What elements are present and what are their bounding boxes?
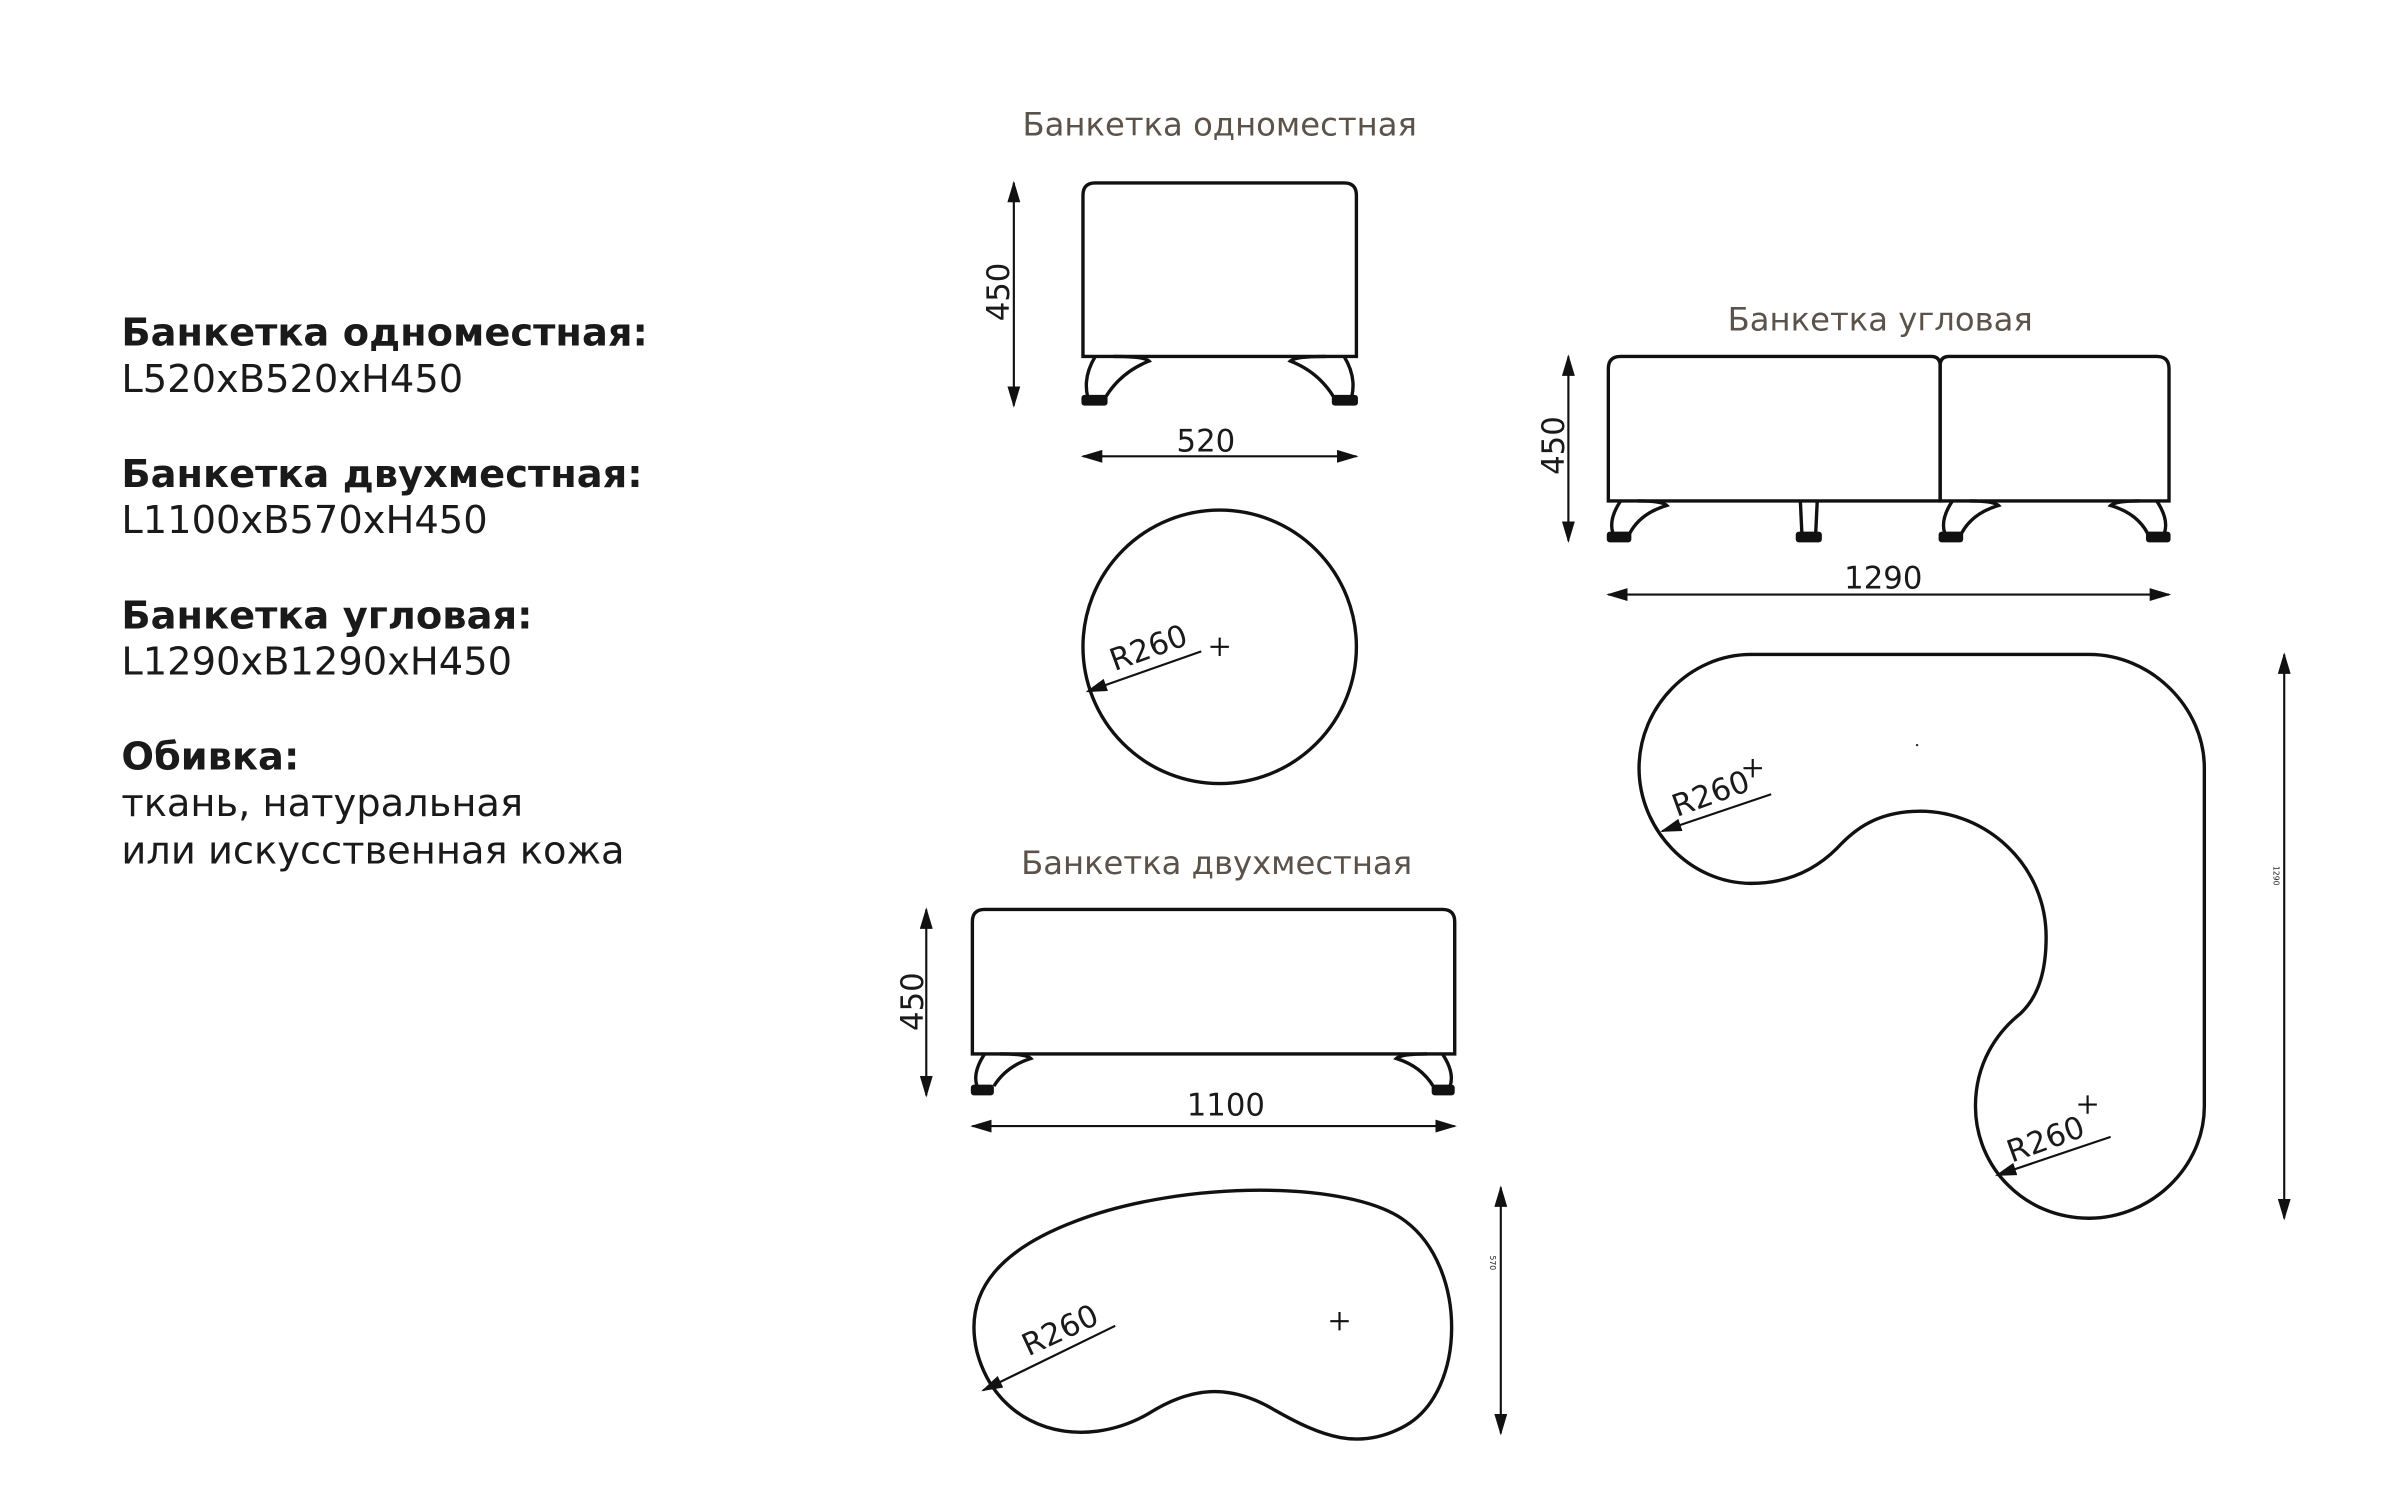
single-bench: Банкетка одноместная 450 520 R260 <box>981 105 1417 786</box>
leg <box>1609 499 1670 534</box>
double-height-label: 450 <box>895 972 931 1031</box>
center-mark-icon <box>1210 637 1229 657</box>
single-top-view <box>1081 508 1359 786</box>
center-dot <box>1915 743 1919 747</box>
double-side-view <box>970 907 1457 1056</box>
double-bench: Банкетка двухместная 450 1100 R260 570 <box>895 844 1508 1441</box>
corner-height-label: 450 <box>1536 416 1572 475</box>
foot <box>1606 531 1632 543</box>
single-width-label: 520 <box>1177 424 1236 460</box>
single-side-view <box>1081 181 1359 359</box>
spec-single-name: Банкетка одноместная: <box>121 311 648 356</box>
single-title: Банкетка одноместная <box>1023 105 1417 143</box>
center-mark-icon <box>1743 758 1762 778</box>
foot <box>1081 394 1108 406</box>
leg-right <box>1393 1052 1454 1088</box>
leg-left <box>974 1052 1034 1088</box>
foot <box>2145 531 2171 543</box>
foot <box>1331 394 1358 406</box>
upholstery-line2: или искусственная кожа <box>121 828 624 873</box>
radius-line <box>981 1324 1116 1392</box>
corner-top-view <box>1637 652 2207 1220</box>
double-top-view <box>972 1188 1454 1441</box>
corner-side-section-right <box>1938 354 2171 503</box>
leg <box>2107 499 2168 534</box>
corner-depth-label: 1290 <box>2271 866 2280 886</box>
foot <box>970 1084 994 1096</box>
leg-right <box>1287 354 1355 398</box>
spec-corner-size: L1290xB1290xH450 <box>121 639 512 684</box>
spec-double-size: L1100xB570xH450 <box>121 498 487 543</box>
foot <box>1938 531 1964 543</box>
foot <box>1795 531 1822 543</box>
radius-line <box>1660 793 1772 833</box>
single-height-label: 450 <box>981 263 1017 322</box>
foot <box>1431 1084 1455 1096</box>
upholstery-line1: ткань, натуральная <box>121 781 523 826</box>
leg-left <box>1084 354 1153 398</box>
leg <box>1798 500 1819 534</box>
spec-single-size: L520xB520xH450 <box>121 357 463 402</box>
spec-list: Банкетка одноместная: L520xB520xH450 Бан… <box>121 311 648 874</box>
corner-radius2-label: R260 <box>2002 1109 2089 1170</box>
leg <box>1941 499 2002 534</box>
radius-line <box>1085 650 1202 693</box>
corner-bench: Банкетка угловая 450 1290 R260 R260 1290 <box>1536 300 2291 1221</box>
double-depth-label: 570 <box>1488 1255 1497 1270</box>
corner-width-label: 1290 <box>1844 560 1922 596</box>
spec-double-name: Банкетка двухместная: <box>121 452 642 497</box>
corner-title: Банкетка угловая <box>1728 300 2033 338</box>
double-width-label: 1100 <box>1187 1087 1265 1123</box>
spec-corner-name: Банкетка угловая: <box>121 593 532 638</box>
corner-side-section-left <box>1606 354 1942 503</box>
center-mark-icon <box>1330 1311 1349 1331</box>
upholstery-label: Обивка: <box>121 735 299 780</box>
center-mark-icon <box>2078 1095 2097 1114</box>
double-title: Банкетка двухместная <box>1021 844 1412 882</box>
radius-line <box>1994 1135 2111 1177</box>
